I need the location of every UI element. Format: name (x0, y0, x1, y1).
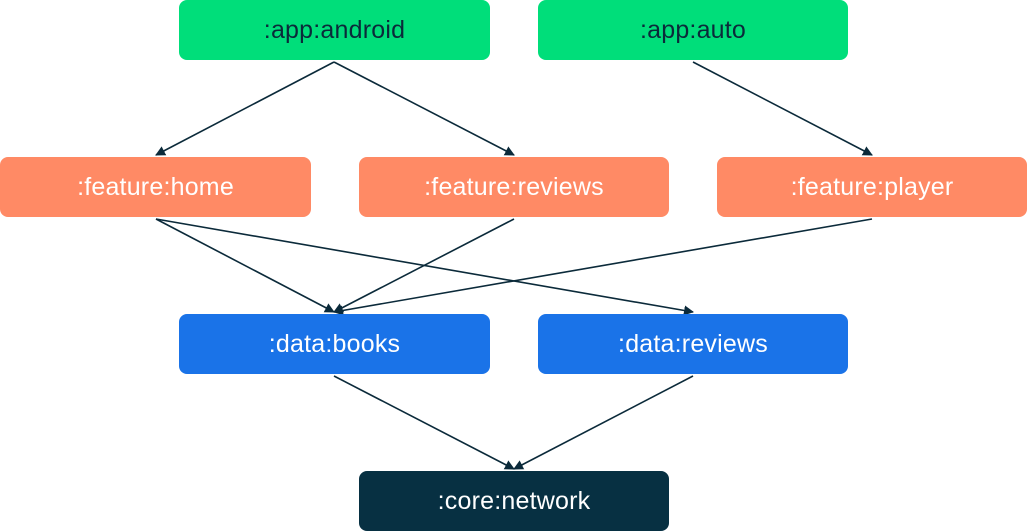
node-label: :app:auto (639, 15, 747, 44)
node-feature-home: :feature:home (0, 157, 311, 217)
edge-data-reviews-to-core-network (513, 375, 694, 470)
node-app-auto: :app:auto (538, 0, 848, 60)
node-label: :app:android (263, 15, 406, 44)
edge-app-android-to-feature-reviews (333, 61, 515, 156)
node-data-books: :data:books (179, 314, 490, 374)
edge-app-android-to-feature-home (155, 61, 335, 156)
node-feature-reviews: :feature:reviews (359, 157, 669, 217)
edge-data-books-to-core-network (333, 375, 515, 470)
edge-feature-player-to-data-books (333, 218, 873, 316)
edge-app-auto-to-feature-player (692, 61, 873, 156)
node-label: :core:network (437, 486, 591, 515)
edge-feature-reviews-to-data-books (333, 218, 515, 313)
node-app-android: :app:android (179, 0, 490, 60)
edge-feature-home-to-data-books (155, 218, 335, 313)
node-label: :feature:player (790, 172, 954, 201)
node-label: :feature:reviews (424, 172, 604, 201)
node-data-reviews: :data:reviews (538, 314, 848, 374)
node-label: :feature:home (77, 172, 234, 201)
node-core-network: :core:network (359, 471, 669, 531)
node-label: :data:books (268, 329, 401, 358)
node-feature-player: :feature:player (717, 157, 1027, 217)
node-label: :data:reviews (618, 329, 768, 358)
